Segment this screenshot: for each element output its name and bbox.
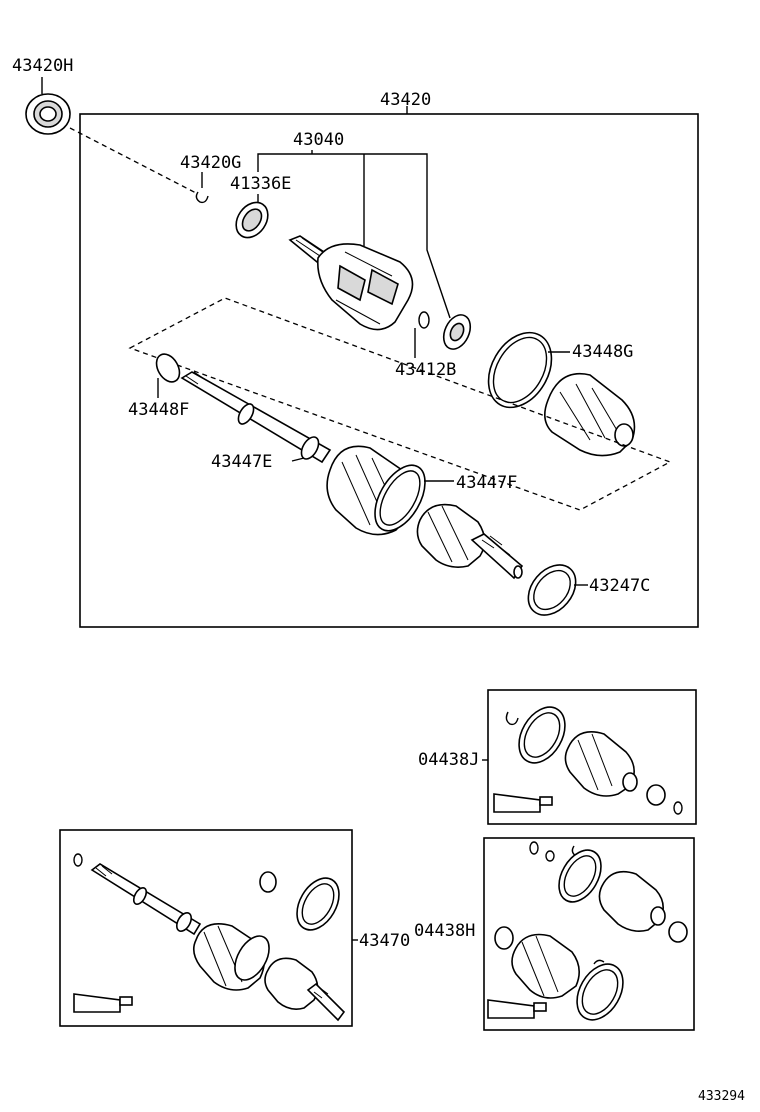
leader-43040 [257, 153, 451, 319]
boot-band-43447F[interactable] [365, 457, 436, 539]
label-43420[interactable]: 43420 [380, 90, 431, 110]
kit-04438J-parts[interactable] [493, 699, 683, 815]
label-04438J[interactable]: 04438J [418, 750, 479, 770]
assembly-box-43420 [79, 113, 699, 628]
label-43448F[interactable]: 43448F [128, 400, 189, 420]
assembly-43470-parts[interactable] [73, 853, 348, 1022]
label-43412B[interactable]: 43412B [395, 360, 456, 380]
boot-upper[interactable] [544, 373, 636, 457]
label-43447E[interactable]: 43447E [211, 452, 272, 472]
label-43447F[interactable]: 43447F [456, 473, 517, 493]
kit-box-04438J [487, 689, 697, 825]
kit-04438H-parts[interactable] [487, 841, 688, 1028]
label-41336E[interactable]: 41336E [230, 174, 291, 194]
tripod-joint[interactable] [439, 311, 476, 354]
dashed-leader-bearing [69, 127, 199, 195]
label-43448G[interactable]: 43448G [572, 342, 633, 362]
seal-41336E[interactable] [230, 196, 275, 243]
bearing-43420H[interactable] [25, 93, 71, 135]
label-43420G[interactable]: 43420G [180, 153, 241, 173]
outer-joint[interactable] [416, 503, 524, 580]
label-04438H[interactable]: 04438H [414, 921, 475, 941]
label-43247C[interactable]: 43247C [589, 576, 650, 596]
drive-shaft[interactable] [180, 371, 332, 464]
boot-band-43448G[interactable] [476, 321, 564, 418]
kit-box-04438H [483, 837, 695, 1031]
label-43040[interactable]: 43040 [293, 130, 344, 150]
label-43470[interactable]: 43470 [359, 931, 410, 951]
figure-number: 433294 [698, 1089, 745, 1104]
snap-ring-43420G[interactable] [195, 191, 209, 204]
assembly-box-43470 [59, 829, 353, 1027]
leader-43447E [291, 457, 305, 462]
outboard-joint-43040[interactable] [288, 235, 414, 331]
ring-43247C[interactable] [519, 556, 586, 625]
snap-ring-43412B[interactable] [418, 311, 430, 329]
boot-band-43448F[interactable] [152, 350, 184, 386]
label-43420H[interactable]: 43420H [12, 56, 73, 76]
